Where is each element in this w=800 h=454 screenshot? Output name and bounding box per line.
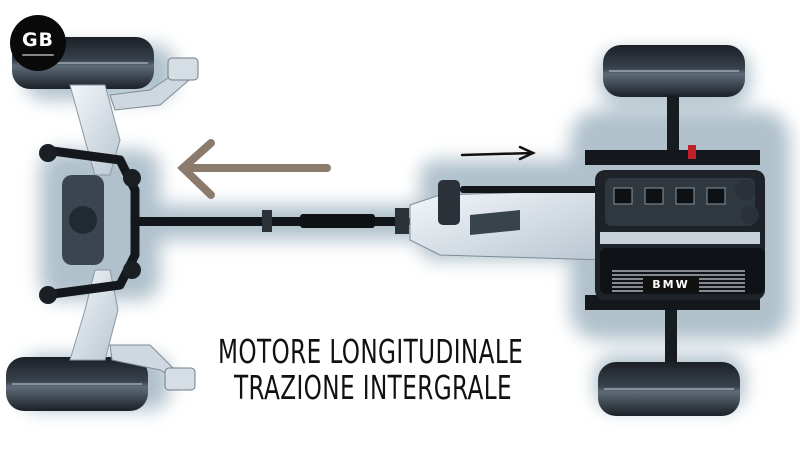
caption: MOTORE LONGITUDINALE TRAZIONE INTERGRALE xyxy=(218,334,609,406)
caption-line-1: MOTORE LONGITUDINALE xyxy=(218,332,524,371)
front-right-tire xyxy=(598,362,740,416)
caption-line-2: TRAZIONE INTERGRALE xyxy=(234,368,512,407)
direction-arrow-right xyxy=(460,145,536,161)
rear-subframe xyxy=(39,57,199,391)
rear-right-tire xyxy=(6,357,148,411)
engine xyxy=(595,145,765,300)
site-logo: GB xyxy=(10,15,66,71)
direction-arrow-left xyxy=(177,139,331,199)
propeller-shaft xyxy=(135,208,410,234)
logo-tagline xyxy=(22,53,54,56)
front-left-tire xyxy=(603,45,745,97)
gearbox xyxy=(409,180,606,261)
engine-brand-badge: BMW xyxy=(643,276,699,292)
logo-text: GB xyxy=(21,28,55,51)
